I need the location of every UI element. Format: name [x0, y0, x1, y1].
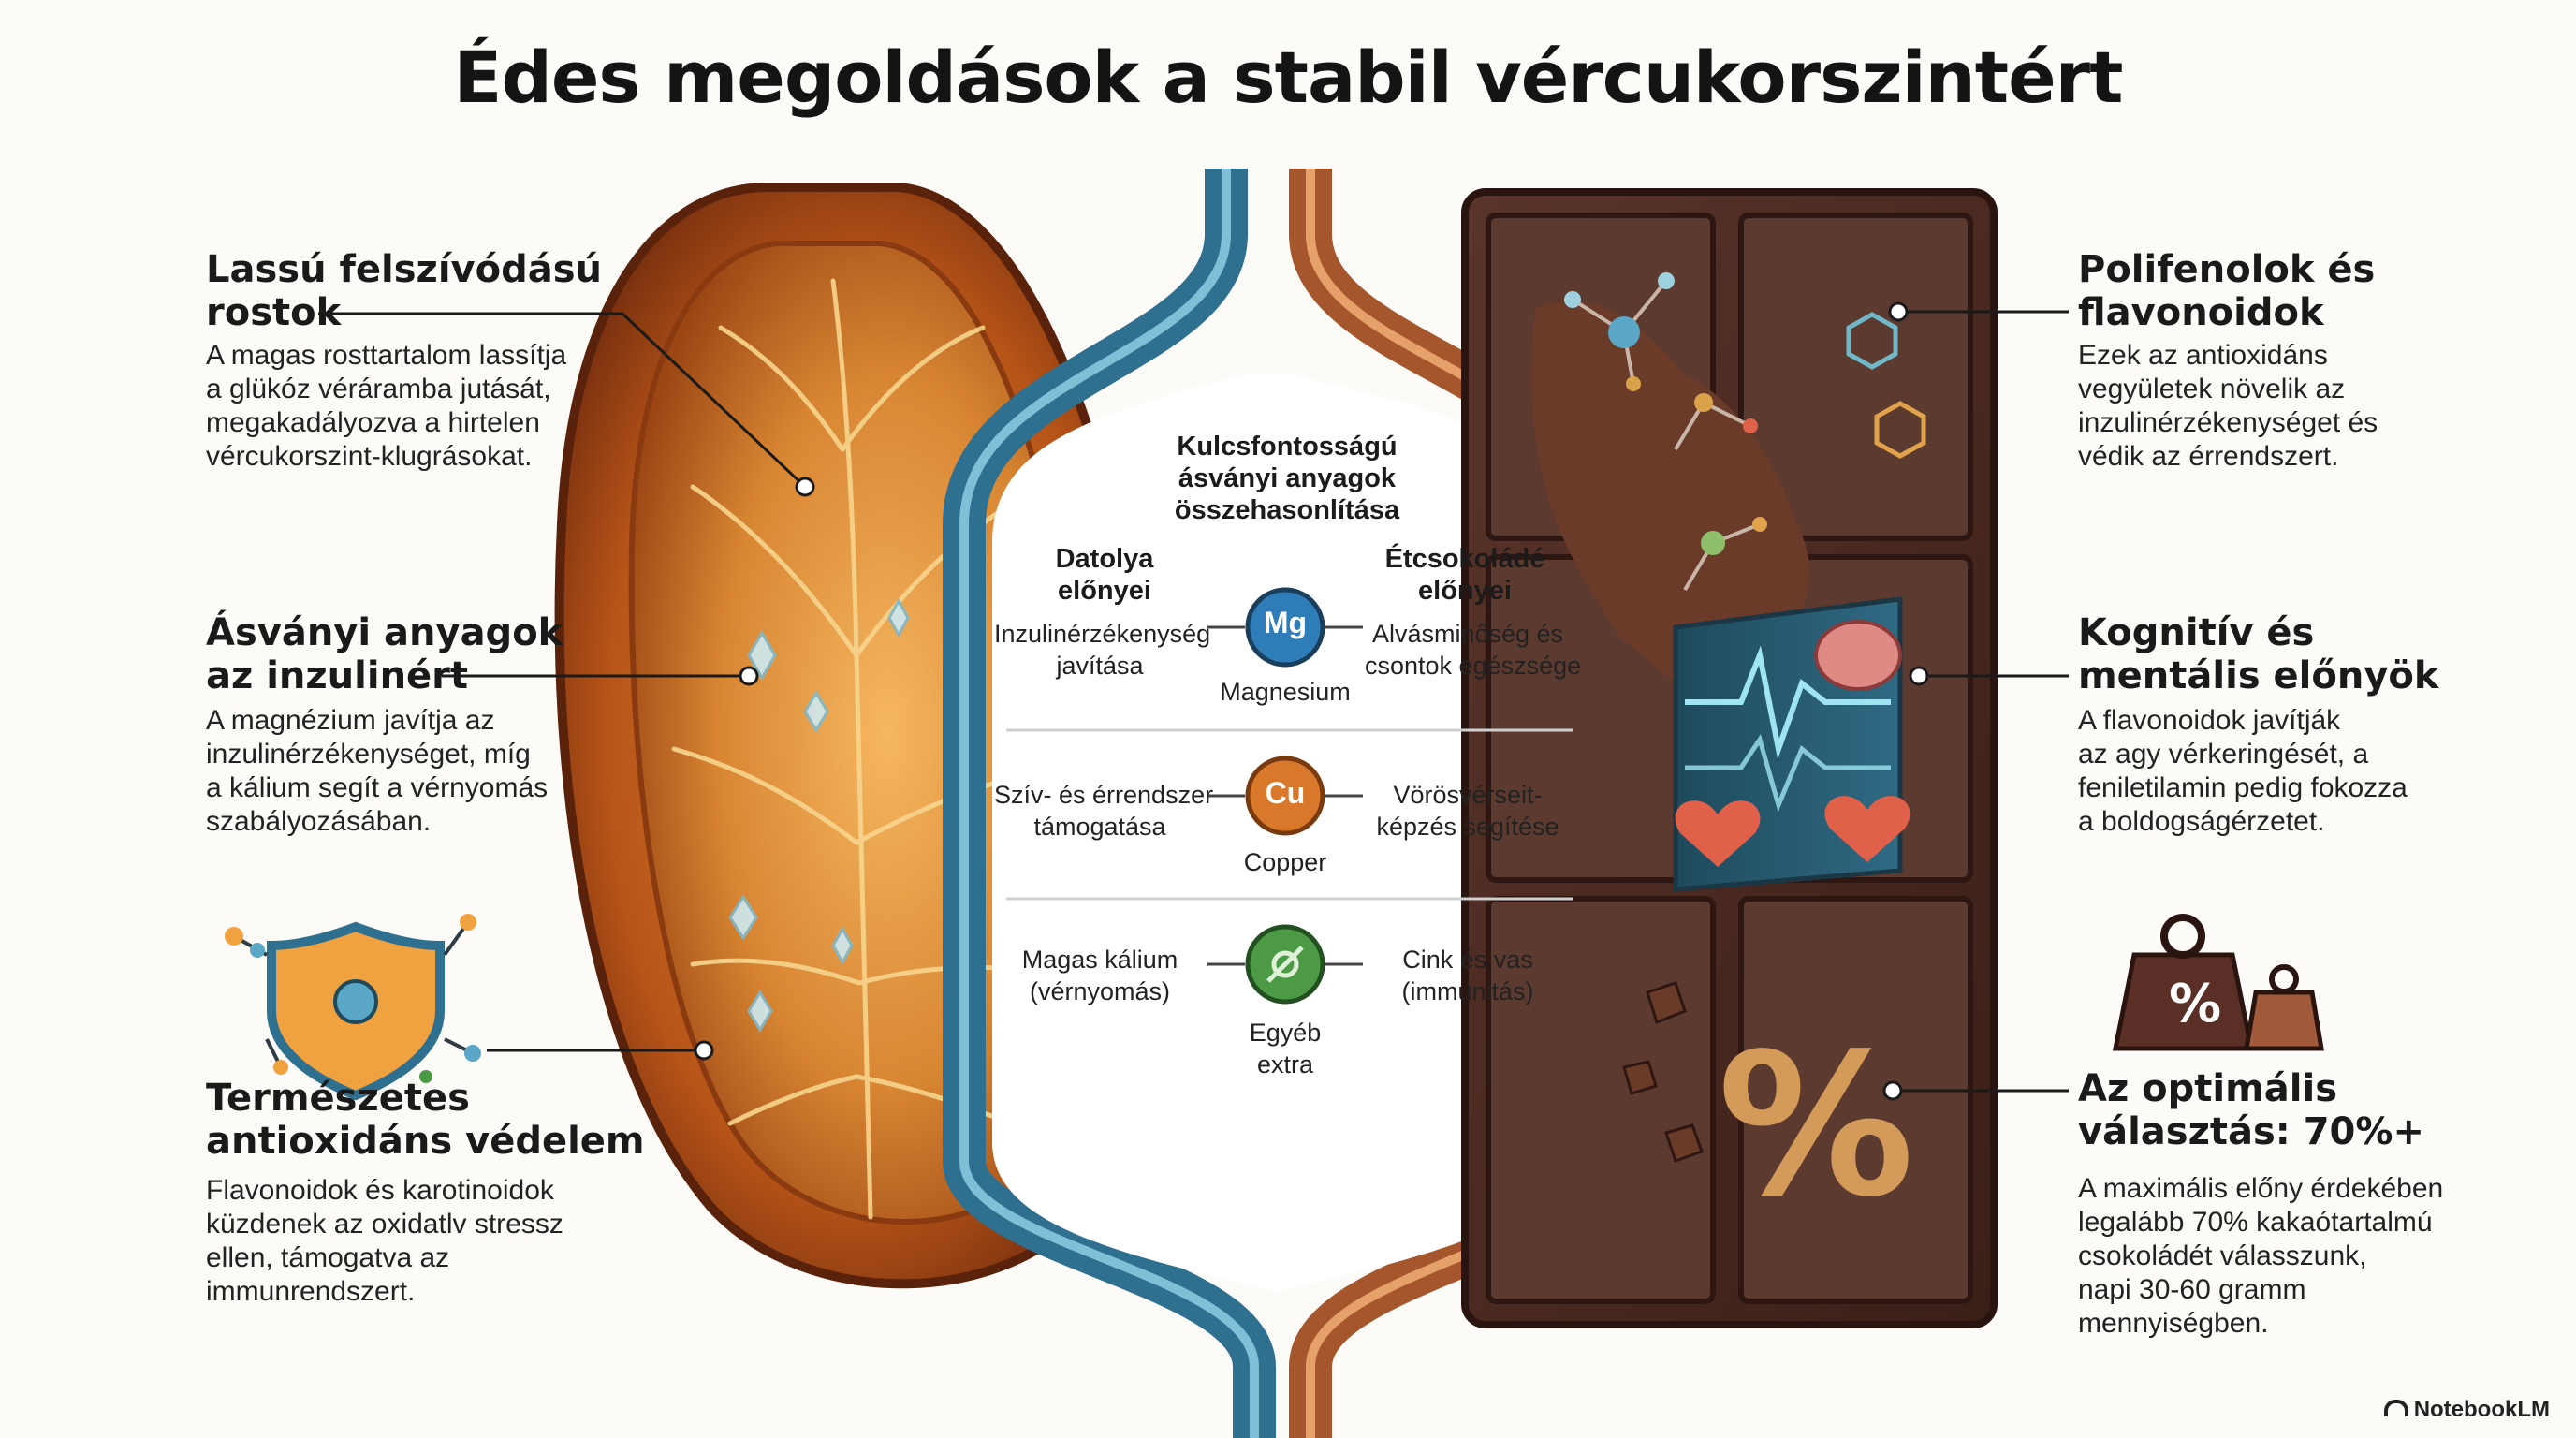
other-name: Egyéb extra [1249, 1019, 1322, 1078]
shield-icon [225, 914, 481, 1101]
mg-name: Magnesium [1220, 678, 1351, 706]
mg-symbol: Mg [1263, 606, 1308, 639]
minerals-title: Ásványi anyagok az inzulinért [206, 611, 564, 697]
row-mg-right: Alvásminőség és csontok egészsége [1365, 620, 1582, 680]
fiber-body: A magas rosttartalom lassítja a glükóz v… [206, 340, 567, 472]
magnesium-circle [1245, 587, 1325, 668]
date-benefits-header: Datolya előnyei [1055, 544, 1154, 606]
notebooklm-logo: NotebookLM [2383, 1397, 2550, 1423]
logo-icon [2383, 1400, 2408, 1416]
row-cu-left: Szív- és érrendszer támogatása [994, 781, 1214, 841]
bar-percent-icon: % [1717, 1011, 1915, 1240]
minerals-body: A magnézium javítja az inzulinérzékenysé… [206, 705, 549, 837]
cognitive-title: Kognitív és mentális előnyök [2078, 611, 2439, 697]
polyphenols-body: Ezek az antioxidáns vegyületek növelik a… [2078, 340, 2378, 472]
weight-percent-label: % [2168, 974, 2222, 1034]
antioxidant-title: Természetes antioxidáns védelem [206, 1077, 645, 1163]
gear-icon [1266, 946, 1304, 983]
optimal-title: Az optimális választás: 70%+ [2078, 1067, 2424, 1153]
cognitive-body: A flavonoidok javítják az agy vérkeringé… [2078, 705, 2408, 837]
chocolate-bar-illustration [1461, 188, 1998, 1328]
row-other-left: Magas kálium (vérnyomás) [1021, 946, 1178, 1005]
center-title: Kulcsfontosságú ásványi anyagok összehas… [1174, 432, 1400, 525]
optimal-body: A maximális előny érdekében legalább 70%… [2078, 1173, 2444, 1339]
antioxidant-body: Flavonoidok és karotinoidok küzdenek az … [206, 1175, 564, 1307]
weight-icon [2112, 914, 2324, 1051]
row-cu-right: Vörösvérseit- képzés segítése [1376, 781, 1559, 841]
cu-symbol: Cu [1265, 776, 1306, 810]
fiber-title: Lassú felszívódású rostok [206, 248, 603, 334]
row-mg-left: Inzulinérzékenység javítása [994, 620, 1211, 680]
cu-name: Copper [1243, 848, 1327, 876]
chocolate-benefits-header: Étcsokoládé előnyei [1384, 544, 1545, 606]
row-other-right: Cink és vas (immunitás) [1401, 946, 1534, 1005]
page-title: Édes megoldások a stabil vércukorszintér… [453, 36, 2124, 119]
polyphenols-title: Polifenolok és flavonoidok [2078, 248, 2376, 334]
copper-circle [1245, 756, 1325, 836]
blue-pipe [943, 169, 1276, 1438]
